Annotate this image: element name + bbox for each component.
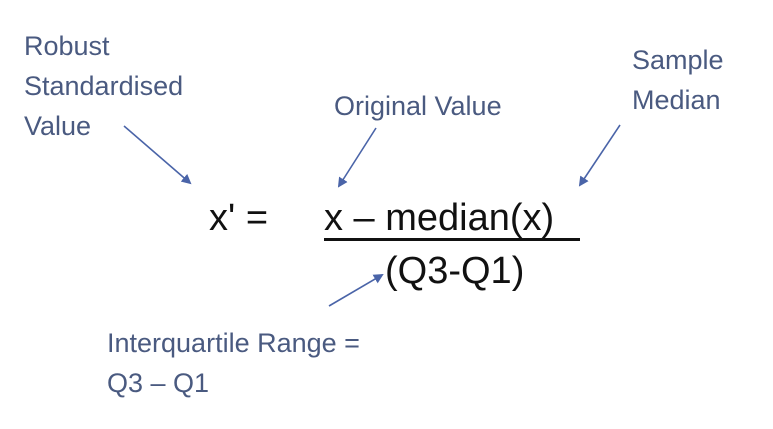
label-sample-median-line-2: Median (632, 85, 721, 115)
label-sample-median-line-1: Sample (632, 45, 724, 75)
arrow-to-denominator (328, 273, 384, 307)
label-iqr-line-2: Q3 – Q1 (107, 368, 210, 398)
label-robust-line-2: Standardised (24, 71, 184, 101)
arrow-to-original-value (337, 127, 377, 188)
label-interquartile-range: Interquartile Range = Q3 – Q1 (107, 323, 360, 403)
fraction-bar (324, 238, 580, 241)
label-original-value: Original Value (334, 91, 502, 121)
label-iqr-line-1: Interquartile Range = (107, 328, 360, 358)
label-robust-line-1: Robust (24, 31, 110, 61)
arrow-to-lhs (123, 125, 192, 185)
label-robust-standardised-value: Robust Standardised Value (24, 26, 183, 146)
arrow-to-median (578, 124, 621, 187)
formula-numerator: x – median(x) (324, 197, 555, 239)
formula-lhs: x' = (209, 197, 269, 239)
formula-denominator: (Q3-Q1) (385, 250, 525, 292)
label-sample-median: Sample Median (632, 40, 724, 120)
label-robust-line-3: Value (24, 111, 92, 141)
